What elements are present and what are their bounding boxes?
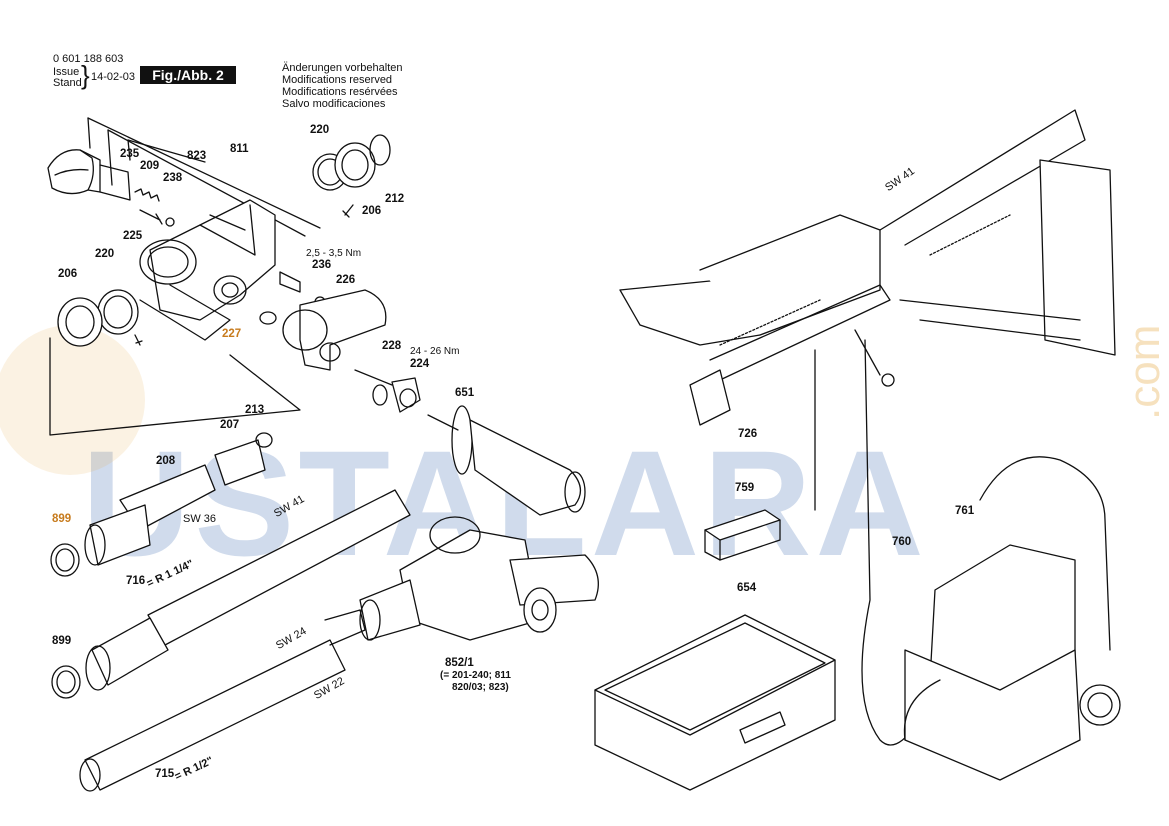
label-213: 213 bbox=[245, 404, 265, 416]
label-206-top: 206 bbox=[362, 205, 382, 217]
leader-box bbox=[49, 337, 301, 436]
leader-line bbox=[127, 139, 206, 163]
label-899-top: 899 bbox=[52, 513, 72, 525]
label-227: 227 bbox=[222, 328, 242, 340]
label-206-left: 206 bbox=[58, 268, 78, 280]
clip-212 bbox=[369, 134, 391, 166]
drill-stand bbox=[619, 109, 1116, 511]
tube-226 bbox=[282, 289, 387, 371]
label-823: 823 bbox=[187, 150, 207, 162]
vacuum-761 bbox=[903, 456, 1121, 781]
label-225: 225 bbox=[123, 230, 143, 242]
label-220-top: 220 bbox=[310, 124, 330, 136]
figure-label: Fig./Abb. 2 bbox=[140, 66, 236, 84]
label-651: 651 bbox=[455, 387, 475, 399]
block-759 bbox=[704, 509, 781, 561]
stand-label: Stand bbox=[53, 77, 82, 89]
watermark-circle bbox=[0, 325, 145, 475]
label-716: 716 bbox=[126, 575, 146, 587]
seal-206-left bbox=[57, 297, 103, 347]
note-852-line2: 820/03; 823) bbox=[452, 682, 509, 693]
label-726: 726 bbox=[738, 428, 758, 440]
label-226: 226 bbox=[336, 274, 356, 286]
ring-899-top bbox=[50, 543, 80, 577]
brace-glyph: } bbox=[81, 60, 90, 90]
label-654: 654 bbox=[737, 582, 757, 594]
label-235: 235 bbox=[120, 148, 140, 160]
case-654 bbox=[594, 614, 836, 791]
wrench-size-sw36: SW 36 bbox=[183, 513, 217, 525]
screw-238 bbox=[139, 209, 163, 225]
label-209: 209 bbox=[140, 160, 160, 172]
leader-line bbox=[87, 117, 321, 229]
notice-en: Modifications reserved bbox=[282, 74, 393, 86]
adapter-228-224 bbox=[354, 369, 421, 413]
gearbox-852-1 bbox=[359, 516, 599, 641]
housing-225 bbox=[139, 199, 276, 341]
label-207: 207 bbox=[220, 419, 240, 431]
torque-note-236: 2,5 - 3,5 Nm bbox=[306, 248, 362, 259]
label-212: 212 bbox=[385, 193, 405, 205]
label-761: 761 bbox=[955, 505, 975, 517]
side-handle-651 bbox=[427, 405, 586, 516]
note-852-line1: (= 201-240; 811 bbox=[440, 670, 511, 681]
label-811: 811 bbox=[230, 143, 249, 155]
spring-clip bbox=[342, 204, 354, 218]
seal-206-top bbox=[334, 142, 376, 188]
adapter-208 bbox=[84, 464, 216, 566]
label-759: 759 bbox=[735, 482, 755, 494]
ring-899-bottom bbox=[51, 665, 81, 699]
label-236: 236 bbox=[312, 259, 332, 271]
notice-de: Änderungen vorbehalten bbox=[282, 62, 403, 74]
leader-811 bbox=[87, 117, 91, 149]
label-224: 224 bbox=[410, 358, 430, 370]
extension-715 bbox=[79, 609, 366, 792]
label-220-left: 220 bbox=[95, 248, 115, 260]
torque-note-224: 24 - 26 Nm bbox=[410, 346, 460, 357]
document-number: 0 601 188 603 bbox=[53, 53, 124, 65]
label-238: 238 bbox=[163, 172, 183, 184]
issue-label: Issue bbox=[53, 66, 80, 78]
sleeve-227 bbox=[259, 311, 277, 325]
spring-209 bbox=[134, 188, 160, 202]
label-760: 760 bbox=[892, 536, 912, 548]
label-228: 228 bbox=[382, 340, 402, 352]
spindle-207 bbox=[214, 432, 273, 486]
leader-235 bbox=[127, 139, 131, 161]
label-852-1: 852/1 bbox=[445, 657, 474, 669]
label-208: 208 bbox=[156, 455, 176, 467]
notice-fr: Modifications resérvées bbox=[282, 86, 398, 98]
leader-823 bbox=[107, 129, 113, 186]
label-899-bottom: 899 bbox=[52, 635, 72, 647]
knob-235 bbox=[47, 149, 131, 201]
ring-238 bbox=[165, 217, 175, 227]
issue-date: 14-02-03 bbox=[91, 71, 136, 83]
label-715: 715 bbox=[155, 768, 175, 780]
notice-es: Salvo modificaciones bbox=[282, 98, 386, 110]
extension-716 bbox=[85, 489, 411, 691]
spring-clip-left bbox=[134, 334, 143, 346]
